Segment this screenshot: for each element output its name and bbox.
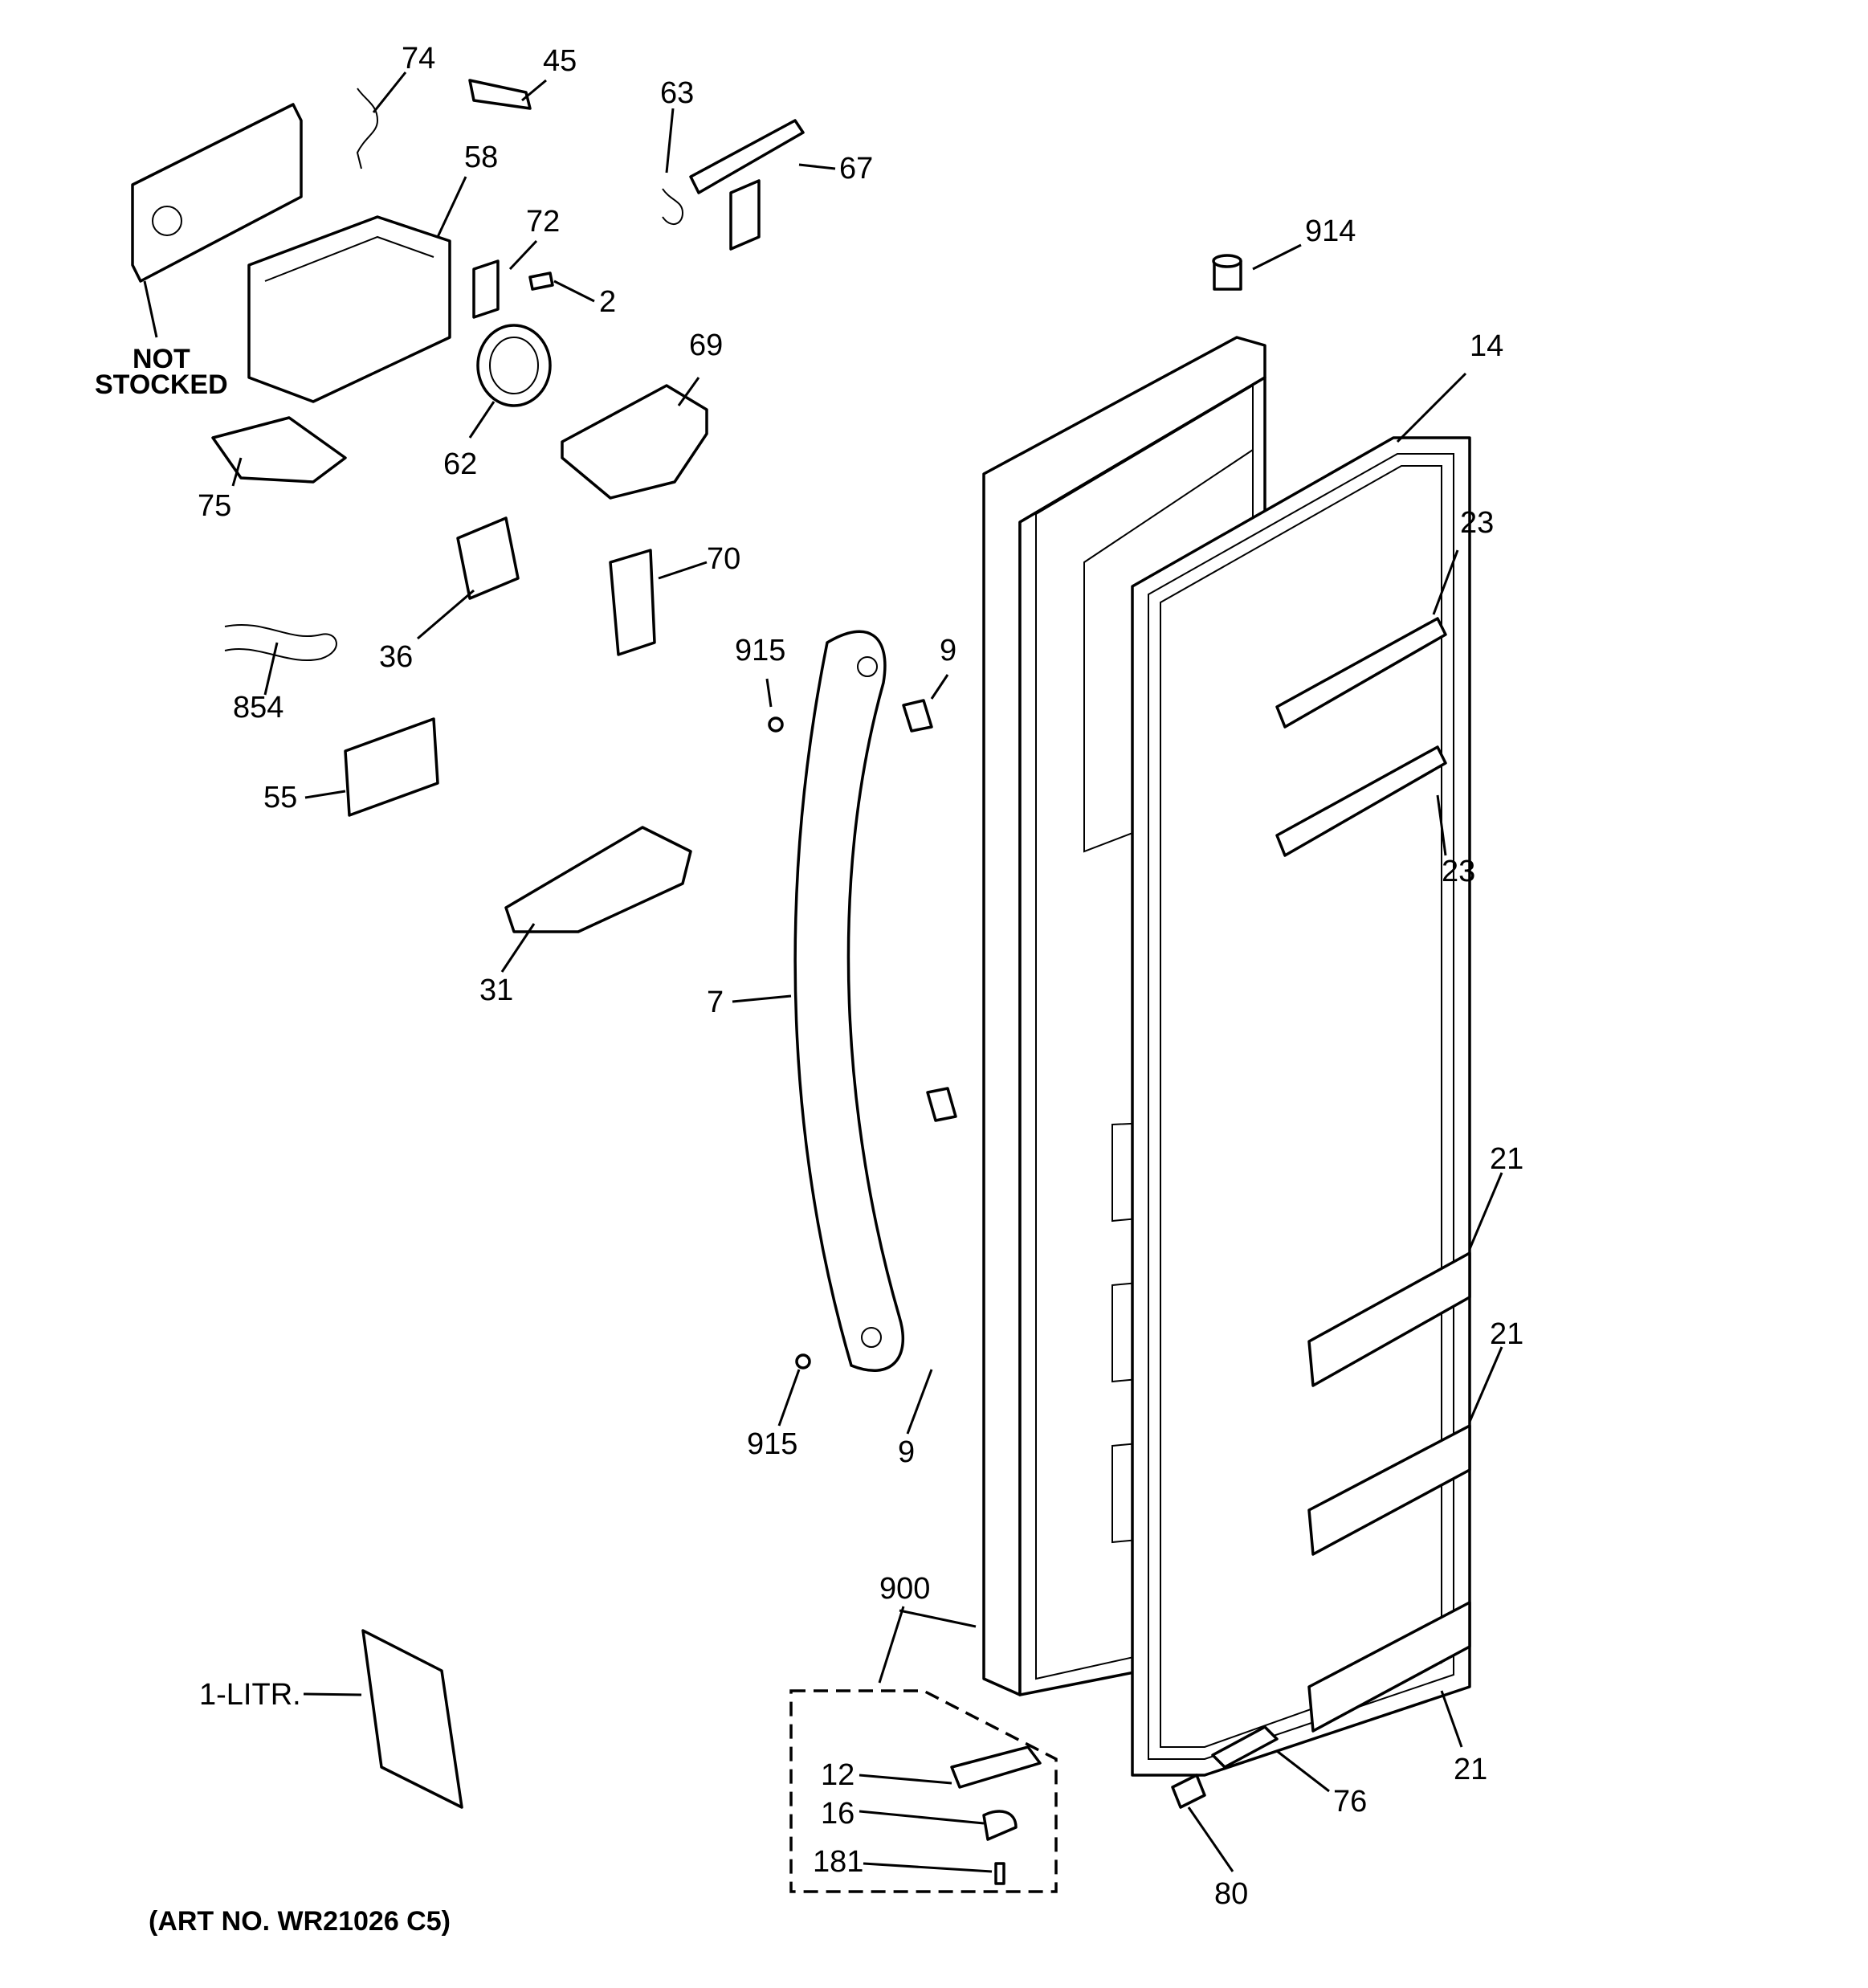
label-62: 62	[443, 447, 477, 481]
label-21-upper: 21	[1490, 1142, 1523, 1176]
label-9-lower: 9	[898, 1435, 915, 1469]
not-stocked-line1: NOT	[133, 344, 190, 374]
label-75: 75	[198, 489, 231, 523]
label-21-lower: 21	[1454, 1753, 1487, 1786]
door-assembly	[982, 254, 1471, 1809]
label-67: 67	[839, 152, 873, 186]
label-58: 58	[464, 141, 498, 174]
label-16: 16	[821, 1797, 854, 1831]
dispenser-parts	[131, 79, 805, 1809]
label-74: 74	[402, 42, 435, 76]
label-55: 55	[263, 781, 297, 814]
label-80: 80	[1214, 1877, 1248, 1911]
label-854: 854	[233, 691, 283, 725]
label-915-lower: 915	[747, 1427, 797, 1461]
label-72: 72	[526, 205, 560, 239]
art-number: (ART NO. WR21026 C5)	[149, 1906, 451, 1937]
label-181: 181	[813, 1845, 863, 1879]
not-stocked-line2: STOCKED	[95, 369, 228, 400]
label-63: 63	[660, 76, 694, 110]
leader-lines	[143, 71, 1503, 1873]
label-45: 45	[543, 44, 577, 78]
label-7: 7	[707, 986, 724, 1019]
label-76: 76	[1333, 1785, 1367, 1819]
label-36: 36	[379, 640, 413, 674]
label-900: 900	[879, 1572, 930, 1606]
label-2: 2	[599, 285, 616, 319]
door-handle	[768, 630, 957, 1372]
label-69: 69	[689, 329, 723, 362]
part-labels: 74 45 63 67 58 72 2 914 69 14 62 75 70 2…	[95, 42, 1523, 1937]
label-21-middle: 21	[1490, 1317, 1523, 1351]
label-14: 14	[1470, 329, 1503, 363]
label-914: 914	[1305, 214, 1356, 248]
hinge-kit	[789, 1689, 1058, 1893]
label-12: 12	[821, 1758, 854, 1792]
label-23-upper: 23	[1460, 506, 1494, 540]
label-915-upper: 915	[735, 634, 785, 667]
label-1-litr: 1-LITR.	[199, 1678, 301, 1712]
label-9-upper: 9	[940, 634, 956, 667]
label-23-lower: 23	[1442, 855, 1475, 888]
label-70: 70	[707, 542, 740, 576]
label-31: 31	[479, 974, 513, 1007]
